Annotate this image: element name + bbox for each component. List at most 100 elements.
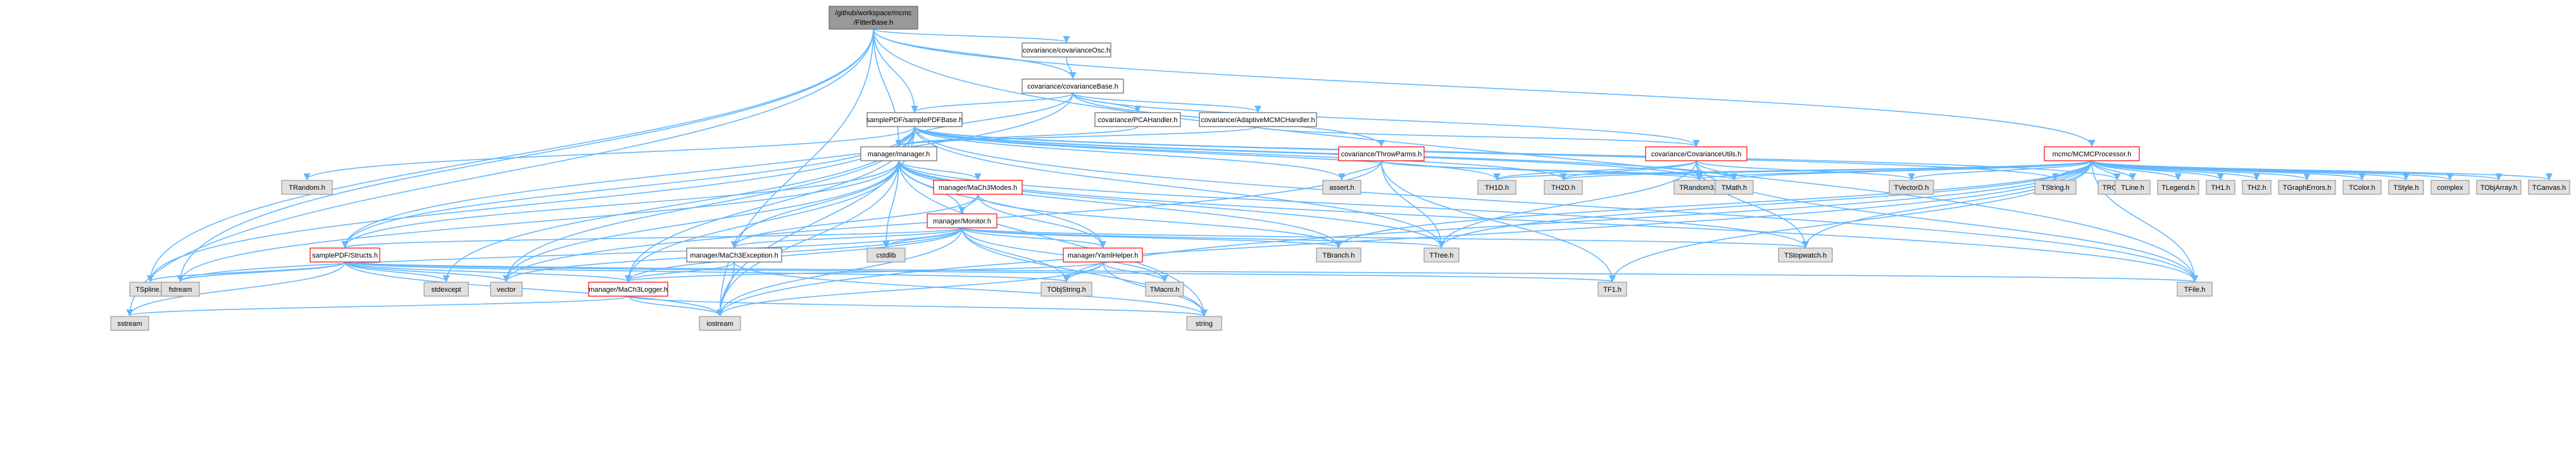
node-fstream: fstream	[161, 282, 200, 297]
node-mach3Modes[interactable]: manager/MaCh3Modes.h	[933, 180, 1023, 195]
node-complex: complex	[2430, 180, 2470, 195]
node-TF1: TF1.h	[1597, 282, 1627, 297]
edge-structs-to-vector	[344, 261, 510, 283]
edge-monitor-to-fstream	[177, 227, 963, 283]
node-label-complex: complex	[2437, 184, 2463, 192]
node-box-TFile	[2177, 282, 2213, 297]
node-label-string: string	[1196, 320, 1213, 328]
edge-manager-to-TStopwatch	[898, 160, 1809, 249]
node-stdexcept: stdexcept	[423, 282, 469, 297]
edge-manager-to-structs	[341, 160, 899, 249]
node-box-iostream	[699, 316, 741, 331]
node-label-fstream: fstream	[169, 286, 192, 294]
node-label-throwParms: covariance/ThrowParms.h	[1341, 151, 1422, 158]
node-throwParms[interactable]: covariance/ThrowParms.h	[1338, 146, 1425, 161]
node-logger[interactable]: manager/MaCh3Logger.h	[588, 282, 668, 297]
node-label-TBranch: TBranch.h	[1323, 252, 1355, 259]
node-label-TString: TString.h	[2041, 184, 2070, 192]
edge-monitor-to-iostream	[716, 227, 963, 317]
node-TString: TString.h	[2034, 180, 2077, 195]
edge-monitor-to-TStopwatch	[961, 227, 1809, 249]
edge-monitor-to-structs	[342, 227, 963, 249]
node-samplePDFBase[interactable]: samplePDF/samplePDFBase.h	[866, 112, 963, 127]
edge-structs-to-sstream	[126, 261, 346, 317]
edge-monitor-to-exception	[730, 227, 963, 249]
edge-yamlHelper-to-logger	[625, 261, 1104, 283]
node-string: string	[1186, 316, 1222, 331]
edge-samplePDFBase-to-TSpline	[147, 126, 915, 283]
node-label-TRandom3: TRandom3.h	[1679, 184, 1720, 192]
node-covBase[interactable]: covariance/covarianceBase.h	[1022, 78, 1124, 94]
edge-structs-to-TObjString	[344, 261, 1070, 283]
edge-covUtils-to-TTree	[1437, 160, 1697, 249]
node-label-TH1: TH1.h	[2211, 184, 2230, 192]
edge-structs-to-TFile	[344, 261, 2198, 283]
node-box-covUtils	[1645, 146, 1748, 161]
edge-root-to-fstream	[177, 28, 874, 283]
node-label-root-line2: /FitterBase.h	[854, 19, 893, 27]
edge-mcmcProc-to-TBranch	[1335, 160, 2092, 249]
node-vector: vector	[490, 282, 523, 297]
edge-root-to-sstream	[126, 28, 874, 317]
node-mcmcProc[interactable]: mcmc/MCMCProcessor.h	[2044, 146, 2140, 161]
edge-root-to-samplePDFBase	[873, 28, 918, 113]
node-label-TGraphErrors: TGraphErrors.h	[2283, 184, 2331, 192]
node-box-TLine	[2115, 180, 2151, 195]
edge-throwParms-to-TF1	[1380, 160, 1616, 283]
node-box-TVectorD	[1889, 180, 1934, 195]
node-label-sstream: sstream	[117, 320, 142, 328]
node-root[interactable]: /github/workspace/mcmc/FitterBase.h	[828, 6, 918, 30]
node-covUtils[interactable]: covariance/CovarianceUtils.h	[1645, 146, 1748, 161]
edge-throwParms-to-TRandom3	[1380, 160, 1703, 181]
node-manager[interactable]: manager/manager.h	[860, 146, 937, 161]
node-box-TH2	[2242, 180, 2272, 195]
node-label-TStopwatch: TStopwatch.h	[1784, 252, 1827, 259]
node-box-yamlHelper	[1063, 247, 1143, 263]
node-TGraphErrors: TGraphErrors.h	[2278, 180, 2336, 195]
node-label-yamlHelper: manager/YamlHelper.h	[1068, 252, 1139, 259]
node-TH2D: TH2D.h	[1544, 180, 1583, 195]
node-box-vector	[490, 282, 523, 297]
node-covOsc[interactable]: covariance/covarianceOsc.h	[1022, 42, 1111, 58]
edge-mcmcProc-to-TF1	[1608, 160, 2092, 283]
node-adaptiveMCMC[interactable]: covariance/AdaptiveMCMCHandler.h	[1199, 112, 1317, 127]
edge-structs-to-iostream	[344, 261, 723, 317]
node-pcaHandler[interactable]: covariance/PCAHandler.h	[1094, 112, 1181, 127]
node-exception[interactable]: manager/MaCh3Exception.h	[686, 247, 782, 263]
node-yamlHelper[interactable]: manager/YamlHelper.h	[1063, 247, 1143, 263]
node-TBranch: TBranch.h	[1316, 247, 1361, 263]
edge-mach3Modes-to-yamlHelper	[977, 194, 1107, 249]
node-structs[interactable]: samplePDF/Structs.h	[309, 247, 380, 263]
node-label-covOsc: covariance/covarianceOsc.h	[1023, 47, 1110, 54]
node-box-adaptiveMCMC	[1199, 112, 1317, 127]
node-label-covUtils: covariance/CovarianceUtils.h	[1651, 151, 1741, 158]
edge-mcmcProc-to-TCanvas	[2091, 160, 2553, 181]
node-iostream: iostream	[699, 316, 741, 331]
edge-samplePDFBase-to-TRandom3	[914, 126, 1703, 181]
node-label-TLegend: TLegend.h	[2161, 184, 2195, 192]
node-label-TMacro: TMacro.h	[1150, 286, 1179, 294]
node-box-TMacro	[1145, 282, 1184, 297]
node-TCanvas: TCanvas.h	[2528, 180, 2570, 195]
node-box-TTree	[1423, 247, 1460, 263]
edge-monitor-to-logger	[625, 227, 963, 283]
edge-samplePDFBase-to-assert	[914, 126, 1346, 181]
node-label-cstdlib: cstdlib	[876, 252, 896, 259]
node-label-TLine: TLine.h	[2121, 184, 2144, 192]
edge-covOsc-to-covBase	[1066, 56, 1077, 80]
node-assert: assert.h	[1322, 180, 1361, 195]
node-box-throwParms	[1338, 146, 1425, 161]
node-label-vector: vector	[497, 286, 516, 294]
node-label-stdexcept: stdexcept	[431, 286, 461, 294]
edge-manager-to-TTree	[898, 160, 1445, 249]
node-box-TH1D	[1477, 180, 1516, 195]
edge-structs-to-stdexcept	[344, 261, 450, 283]
node-box-fstream	[161, 282, 200, 297]
node-TColor: TColor.h	[2342, 180, 2382, 195]
node-box-stdexcept	[423, 282, 469, 297]
node-monitor[interactable]: manager/Monitor.h	[927, 213, 997, 228]
node-box-manager	[860, 146, 937, 161]
edge-adaptiveMCMC-to-manager	[895, 126, 1259, 147]
node-box-assert	[1322, 180, 1361, 195]
